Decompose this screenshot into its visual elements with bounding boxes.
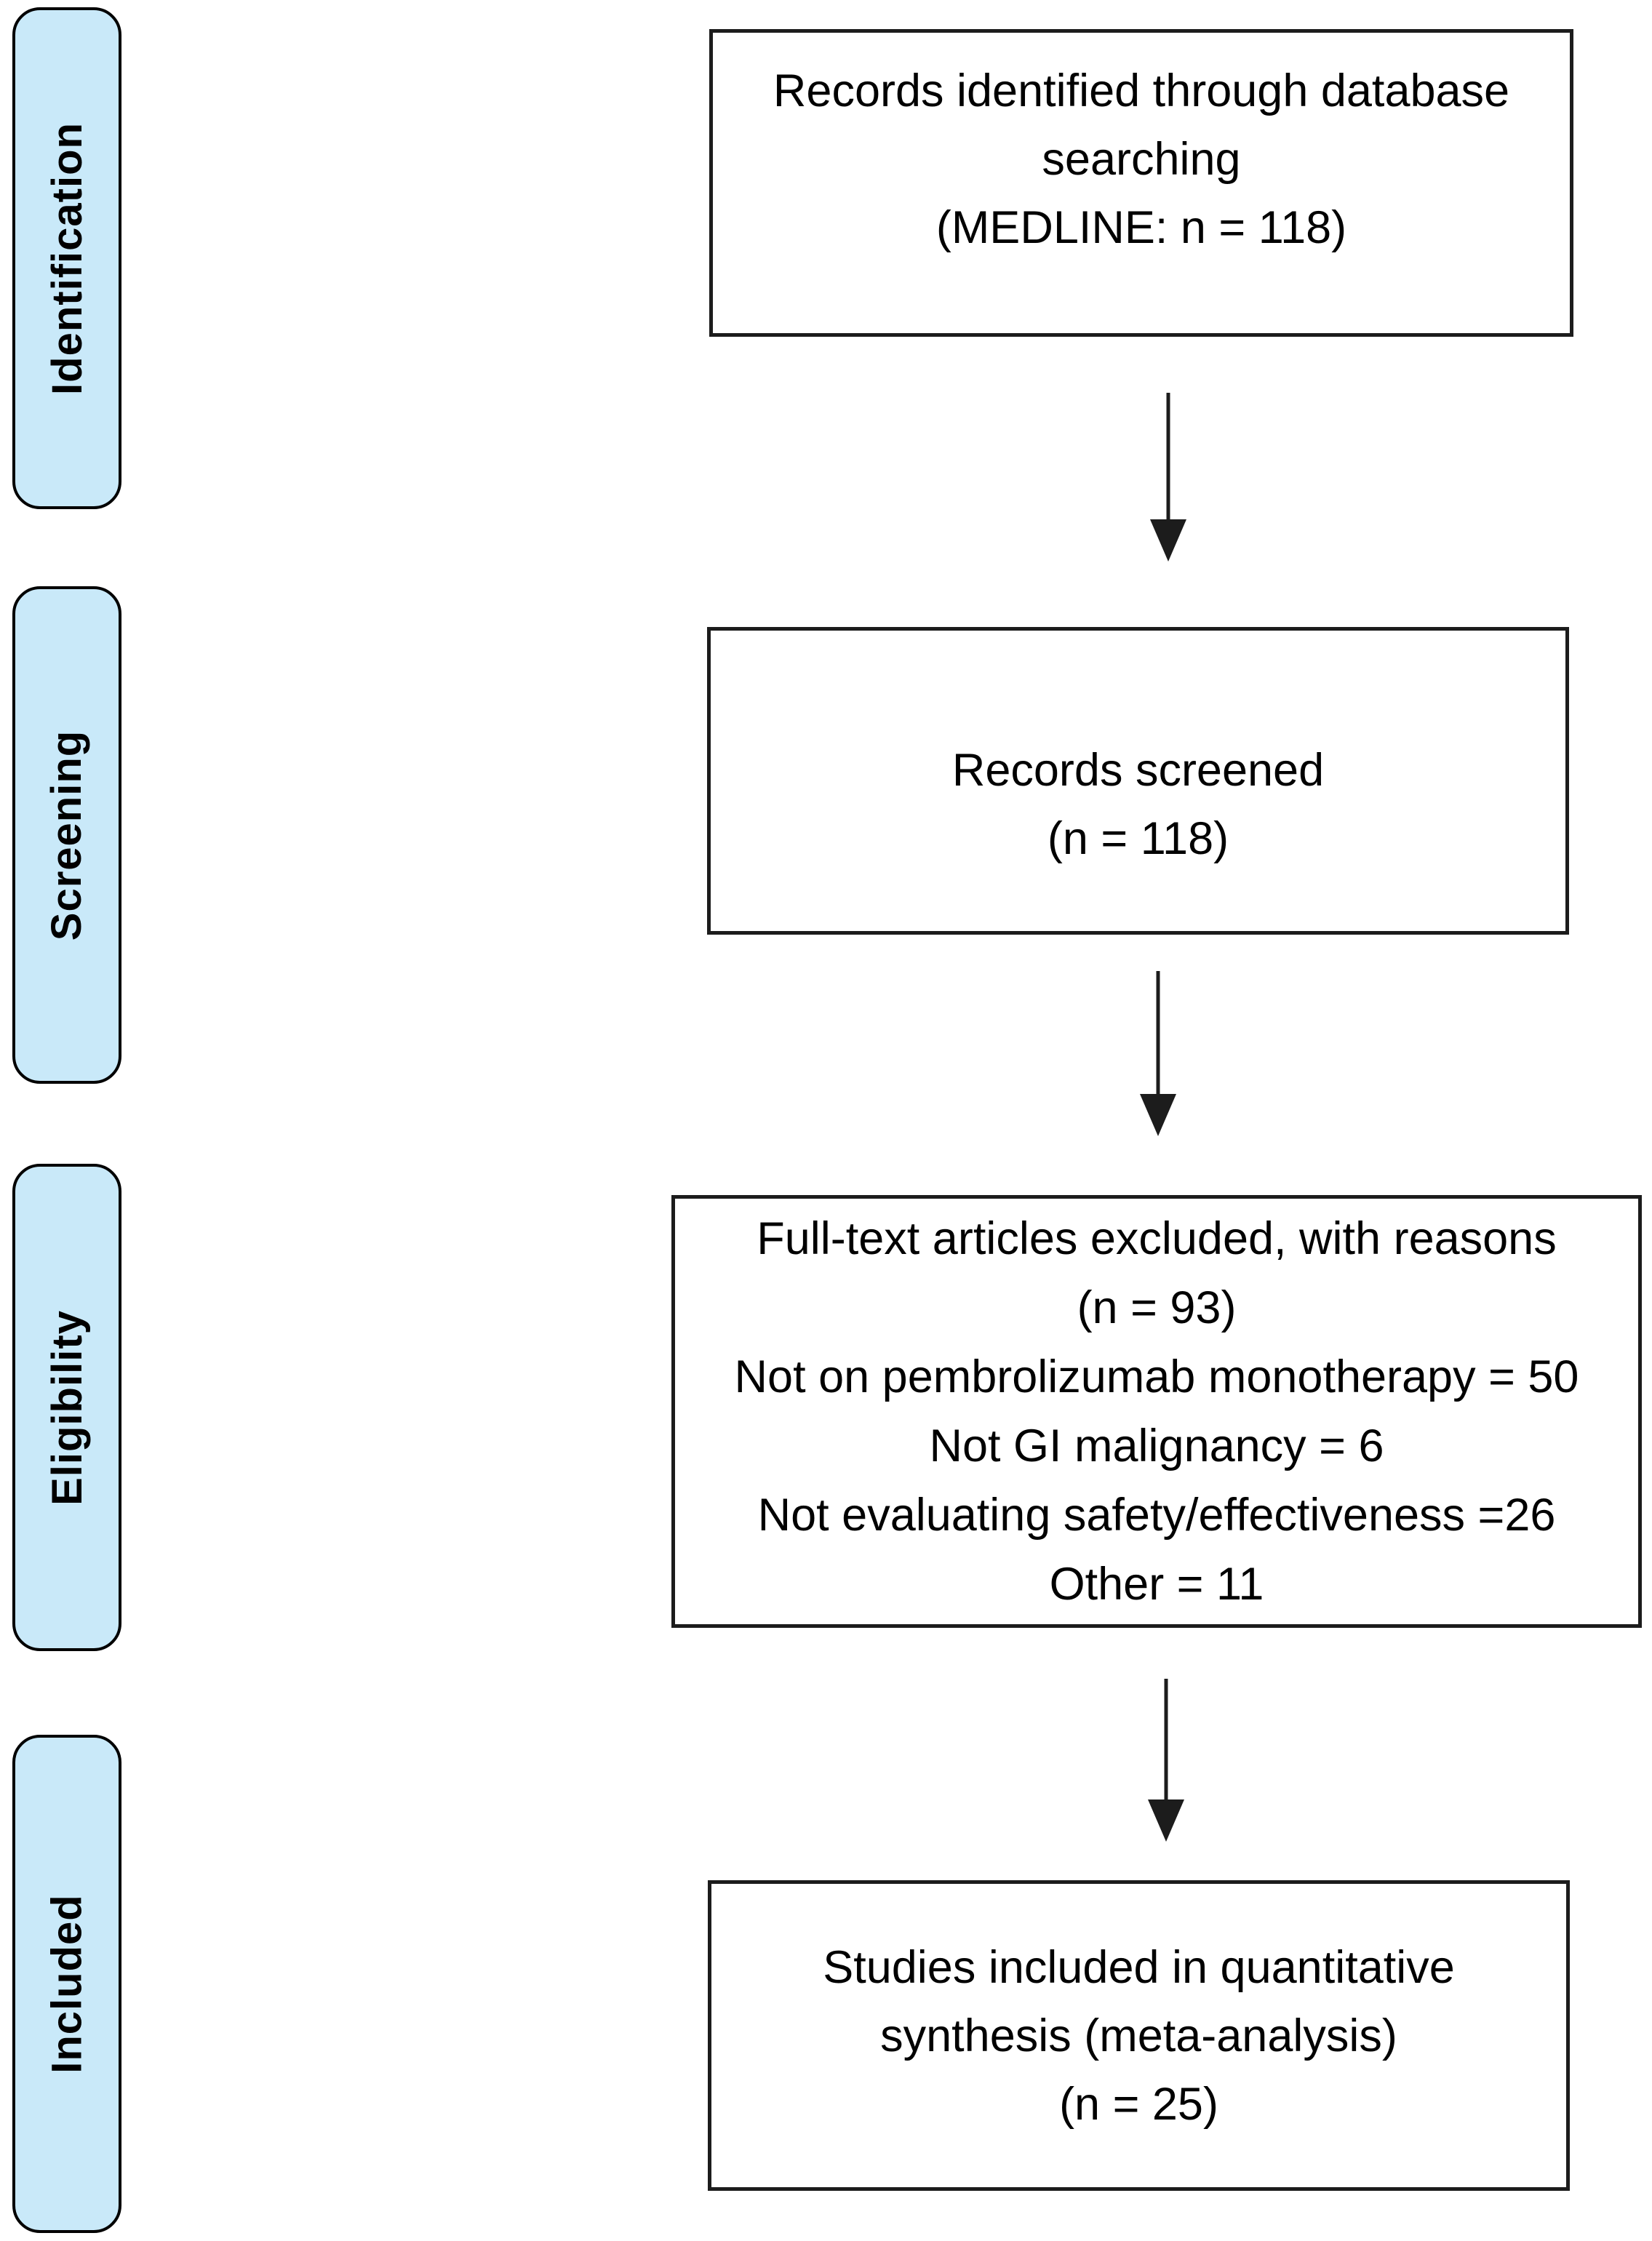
box-fulltext-excluded-line-1: Full-text articles excluded, with reason… — [757, 1213, 1557, 1264]
stage-label-screening-text: Screening — [43, 730, 91, 940]
arrow-down-icon — [1150, 393, 1186, 562]
box-fulltext-excluded-line-2: (n = 93) — [1077, 1282, 1237, 1333]
box-studies-included-line-3: (n = 25) — [1059, 2078, 1218, 2130]
box-records-identified-line-2: searching — [1042, 133, 1241, 185]
stage-label-eligibility: Eligibility — [12, 1164, 121, 1651]
arrow-down-icon — [1148, 1679, 1184, 1842]
box-records-screened-line-1: Records screened — [951, 744, 1325, 796]
stage-label-included-text: Included — [43, 1894, 91, 2074]
flow-box-records-screened: Records screened (n = 118) — [707, 627, 1569, 935]
box-records-identified-line-3: (MEDLINE: n = 118) — [935, 201, 1347, 253]
stage-label-identification: Identification — [12, 7, 121, 509]
stage-label-included: Included — [12, 1735, 121, 2233]
arrow-down-icon — [1140, 971, 1176, 1136]
box-records-identified-line-1: Records identified through database — [773, 65, 1510, 116]
box-fulltext-excluded-line-6: Other = 11 — [1049, 1558, 1264, 1610]
flow-box-fulltext-excluded: Full-text articles excluded, with reason… — [671, 1195, 1642, 1628]
box-studies-included-line-2: synthesis (meta-analysis) — [880, 2010, 1397, 2061]
box-records-screened-line-2: (n = 118) — [1047, 812, 1229, 864]
box-fulltext-excluded-line-4: Not GI malignancy = 6 — [929, 1420, 1384, 1471]
box-fulltext-excluded-line-3: Not on pembrolizumab monotherapy = 50 — [734, 1351, 1579, 1402]
stage-label-identification-text: Identification — [43, 121, 91, 395]
stage-label-screening: Screening — [12, 586, 121, 1084]
box-fulltext-excluded-line-5: Not evaluating safety/effectiveness =26 — [757, 1489, 1556, 1541]
flow-box-studies-included: Studies included in quantitative synthes… — [708, 1880, 1570, 2191]
box-studies-included-line-1: Studies included in quantitative — [823, 1941, 1455, 1993]
stage-label-eligibility-text: Eligibility — [43, 1309, 91, 1506]
flow-box-records-identified: Records identified through database sear… — [709, 29, 1573, 337]
